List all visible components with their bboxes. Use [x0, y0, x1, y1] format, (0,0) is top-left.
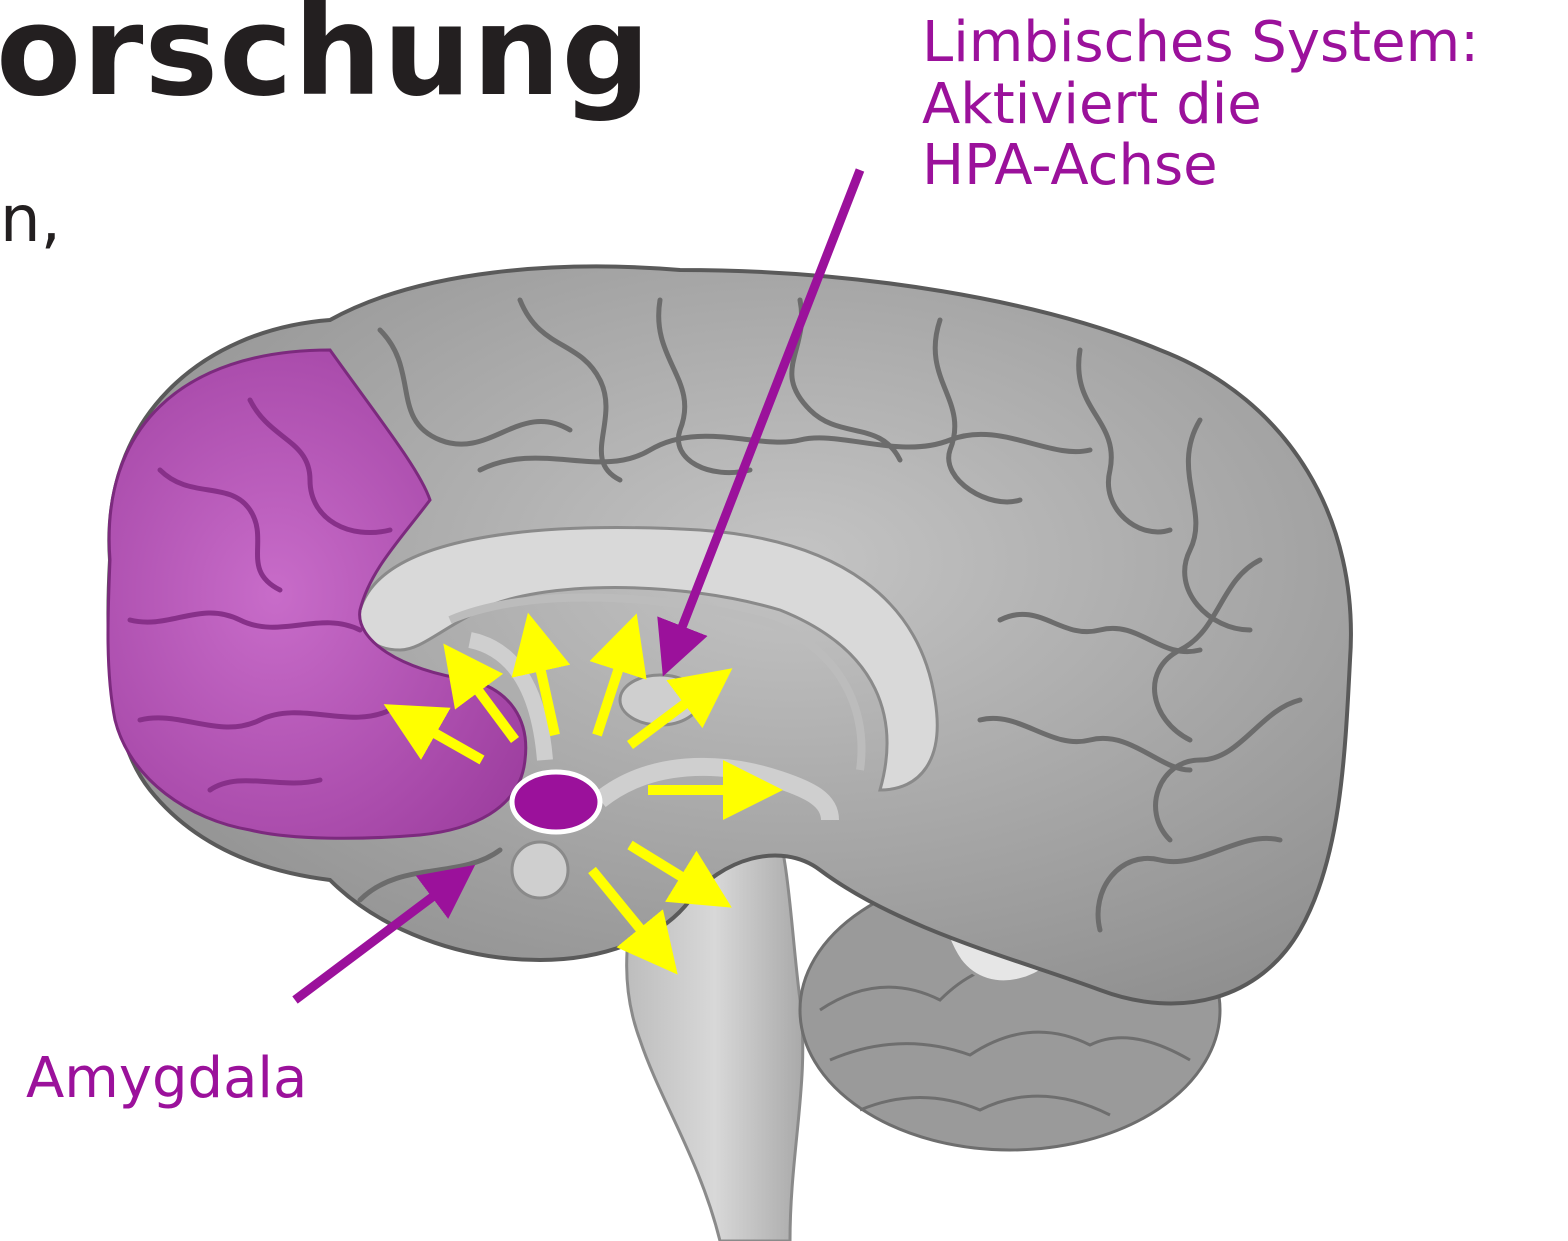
limbic-label-line-1: Limbisches System: — [922, 12, 1479, 74]
pituitary — [512, 842, 568, 898]
limbic-label-line-3: HPA-Achse — [922, 135, 1479, 197]
limbic-label-line-2: Aktiviert die — [922, 74, 1479, 136]
limbic-system-label: Limbisches System: Aktiviert die HPA-Ach… — [922, 12, 1479, 197]
amygdala-label: Amygdala — [26, 1048, 307, 1110]
amygdala-marker — [512, 772, 600, 832]
